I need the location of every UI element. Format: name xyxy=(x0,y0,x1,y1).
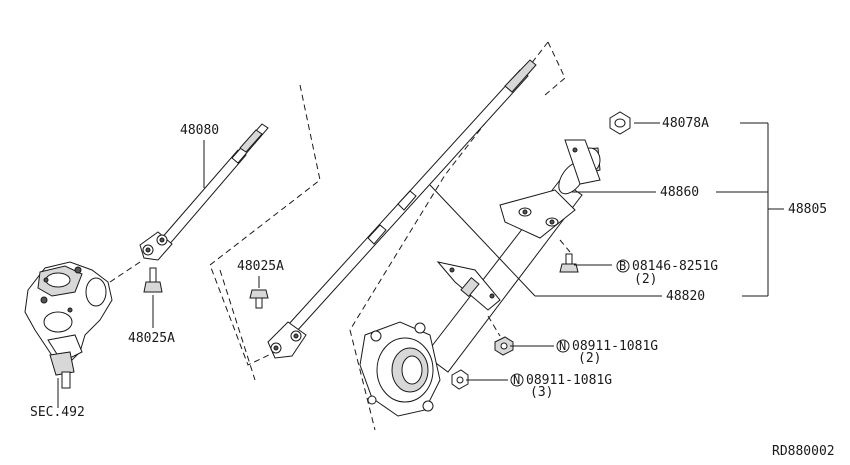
lower-boundary-line xyxy=(219,269,256,381)
gear-to-joint-dash xyxy=(109,261,141,283)
prefix-n1: N xyxy=(559,339,566,353)
prefix-n2: N xyxy=(513,373,520,387)
label-48820: 48820 xyxy=(666,289,705,304)
label-48025a-mid: 48025A xyxy=(237,259,284,274)
bolt-48025a-mid xyxy=(249,289,269,309)
label-nut-n1-code: 08911-1081G xyxy=(572,339,658,354)
label-48805: 48805 xyxy=(788,202,827,217)
label-bolt-b-code: 08146-8251G xyxy=(632,259,718,274)
label-48080: 48080 xyxy=(180,123,219,138)
label-nut-n1-qty: (2) xyxy=(578,351,601,366)
lower-shaft-48080 xyxy=(139,123,269,261)
prefix-b: B xyxy=(619,259,626,273)
nut-n-08911-2 xyxy=(494,336,514,356)
nut-n-08911-3 xyxy=(451,369,469,390)
label-nut-n2-qty: (3) xyxy=(530,385,553,400)
column-flange-plate xyxy=(359,321,441,417)
nut-48078a xyxy=(609,111,631,135)
bolt-b-dash xyxy=(559,239,571,253)
label-nut-n2-code: 08911-1081G xyxy=(526,373,612,388)
nut-n1-dash xyxy=(487,315,501,337)
steering-gear-box xyxy=(24,261,113,400)
label-bolt-b-qty: (2) xyxy=(634,272,657,287)
circle-n2-icon xyxy=(510,373,524,387)
label-48025a-left: 48025A xyxy=(128,331,175,346)
label-48078a: 48078A xyxy=(662,116,709,131)
diagram-id: RD880002 xyxy=(772,444,835,459)
steering-column-48820 xyxy=(424,139,601,373)
intermediate-shaft-boundary xyxy=(209,84,321,366)
intermediate-shaft xyxy=(267,59,537,359)
bolt-48025a-left xyxy=(143,267,163,293)
label-48860: 48860 xyxy=(660,185,699,200)
circle-n1-icon xyxy=(556,339,570,353)
column-shaft-boundary xyxy=(544,41,566,96)
bolt-b-08146 xyxy=(559,253,579,273)
label-sec492: SEC.492 xyxy=(30,405,85,420)
leader-48820-diag xyxy=(429,184,536,297)
circle-b-icon xyxy=(616,259,630,273)
